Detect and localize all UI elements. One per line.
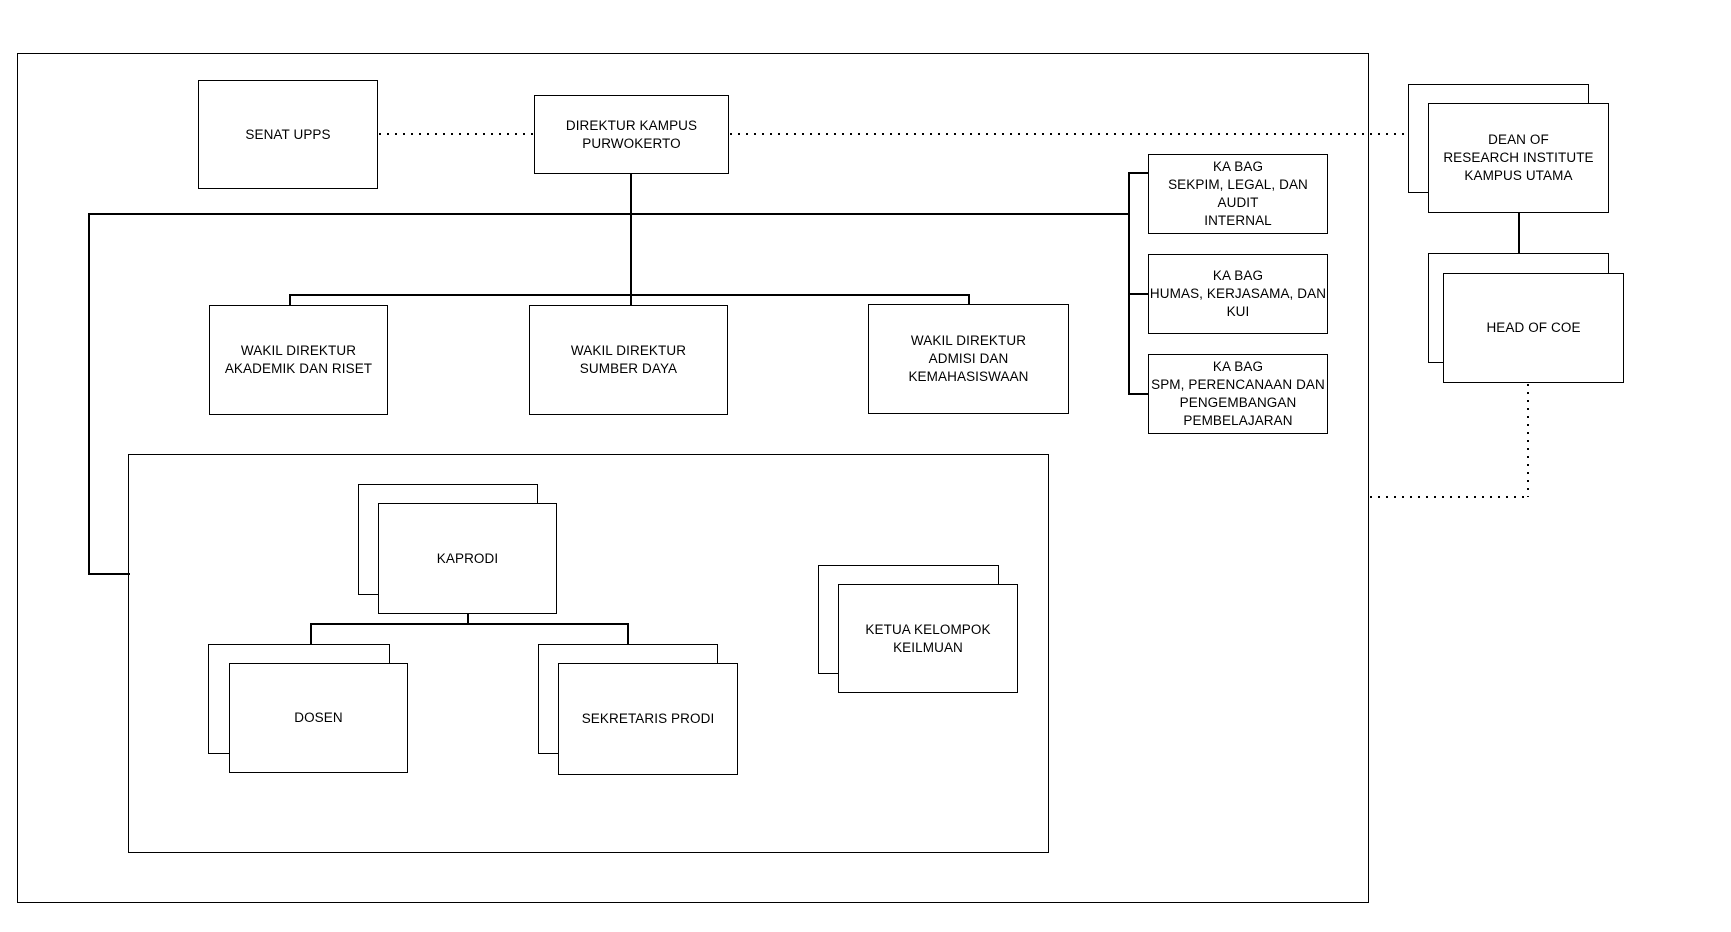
node-kaprodi-label: KAPRODI [436,550,499,566]
node-ketua-kelompok: KETUA KELOMPOK KEILMUAN [838,584,1018,693]
connector-drop-wakil-akademik [289,294,291,306]
connector-drop-sekretaris [627,623,629,645]
node-dean-research-label: DEAN OF RESEARCH INSTITUTE KAMPUS UTAMA [1443,132,1594,183]
node-kaprodi: KAPRODI [378,503,557,614]
node-kabag-sekpim-label: KA BAG SEKPIM, LEGAL, DAN AUDIT INTERNAL [1168,159,1308,228]
node-dean-research: DEAN OF RESEARCH INSTITUTE KAMPUS UTAMA [1428,103,1609,213]
node-direktur-kampus: DIREKTUR KAMPUS PURWOKERTO [534,95,729,174]
node-dosen-label: DOSEN [294,710,343,725]
node-wakil-direktur-sumber-daya-label: WAKIL DIREKTUR SUMBER DAYA [570,343,687,376]
node-sekretaris-prodi: SEKRETARIS PRODI [558,663,738,775]
node-senat-upps: SENAT UPPS [198,80,378,189]
connector-wakil-row-bus [289,294,970,296]
node-wakil-direktur-akademik-label: WAKIL DIREKTUR AKADEMIK DAN RISET [224,343,373,376]
outer-boundary-frame [17,53,1369,903]
connector-dean-headcoe [1518,213,1520,254]
connector-main-bus [88,213,1129,215]
node-wakil-direktur-sumber-daya: WAKIL DIREKTUR SUMBER DAYA [529,305,728,415]
prodi-group-frame [128,454,1049,853]
connector-kaprodi-down [467,614,469,624]
node-kabag-spm: KA BAG SPM, PERENCANAAN DAN PENGEMBANGAN… [1148,354,1328,434]
node-dosen: DOSEN [229,663,408,773]
node-kabag-humas-label: KA BAG HUMAS, KERJASAMA, DAN KUI [1149,268,1327,319]
node-kabag-sekpim: KA BAG SEKPIM, LEGAL, DAN AUDIT INTERNAL [1148,154,1328,234]
connector-direktur-down [630,174,632,305]
node-wakil-direktur-admisi: WAKIL DIREKTUR ADMISI DAN KEMAHASISWAAN [868,304,1069,414]
node-kabag-spm-label: KA BAG SPM, PERENCANAAN DAN PENGEMBANGAN… [1151,359,1325,428]
node-wakil-direktur-admisi-label: WAKIL DIREKTUR ADMISI DAN KEMAHASISWAAN [908,333,1029,384]
dotted-direktur-dean [730,133,1408,136]
connector-kabag-trunk [1128,172,1130,395]
node-head-of-coe: HEAD OF COE [1443,273,1624,383]
connector-kabag-sekpim-stub [1128,172,1149,174]
node-ketua-kelompok-label: KETUA KELOMPOK KEILMUAN [865,621,991,655]
node-head-of-coe-label: HEAD OF COE [1486,320,1581,335]
connector-drop-dosen [310,623,312,645]
dotted-headcoe-down [1527,384,1530,497]
node-kabag-humas: KA BAG HUMAS, KERJASAMA, DAN KUI [1148,254,1328,334]
dotted-headcoe-to-boundary [1370,496,1528,499]
connector-left-vertical [88,213,90,574]
node-senat-upps-label: SENAT UPPS [245,126,331,142]
dotted-senat-direktur [379,133,534,136]
connector-kabag-spm-stub [1128,393,1149,395]
connector-kabag-humas-stub [1128,293,1149,295]
connector-left-elbow-to-prodi-group [88,573,130,575]
connector-drop-wakil-admisi [968,294,970,305]
node-sekretaris-prodi-label: SEKRETARIS PRODI [581,711,715,726]
node-wakil-direktur-akademik: WAKIL DIREKTUR AKADEMIK DAN RISET [209,305,388,415]
node-direktur-kampus-label: DIREKTUR KAMPUS PURWOKERTO [565,117,698,151]
connector-kaprodi-children-bus [310,623,629,625]
